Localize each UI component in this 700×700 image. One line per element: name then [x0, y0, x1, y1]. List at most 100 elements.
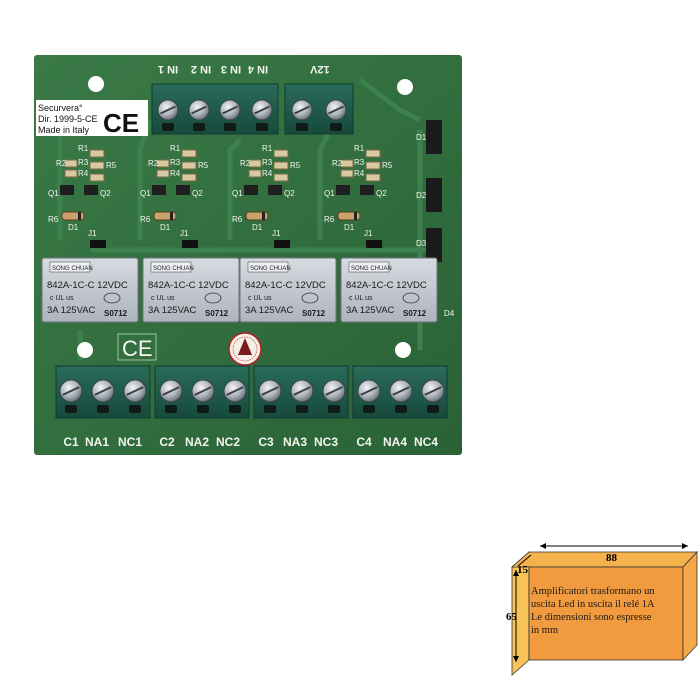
silk-label: R5	[198, 161, 209, 170]
silk-label: R5	[106, 161, 117, 170]
relay-model: 842A-1C-C 12VDC	[148, 280, 229, 291]
diode-label: D1	[416, 133, 427, 142]
silk-label: D1	[160, 223, 171, 232]
screw-terminal	[389, 379, 413, 413]
output-terminal-row	[55, 365, 448, 419]
silk-label: R2	[148, 159, 159, 168]
cert-line: Securvera°	[38, 103, 83, 113]
silk-label: D1	[252, 223, 263, 232]
relay-rating: 3A 125VAC	[346, 305, 395, 316]
silk-label: D1	[344, 223, 355, 232]
cert-line: Made in Italy	[38, 125, 90, 135]
relay-rating: 3A 125VAC	[47, 305, 96, 316]
description-line: uscita Led in uscita il relé 1A	[531, 599, 655, 610]
output-label: C3	[258, 435, 274, 449]
silk-label: Q1	[48, 189, 59, 198]
certification-label: Securvera° Dir. 1999-5-CE Made in Italy …	[36, 100, 148, 138]
relay-model: 842A-1C-C 12VDC	[346, 280, 427, 291]
screw-terminal	[123, 379, 147, 413]
screw-terminal	[188, 99, 210, 131]
diode-column: D1 D2 D3 D4	[416, 120, 455, 318]
screw-terminal	[219, 99, 241, 131]
screw-terminal	[91, 379, 115, 413]
cert-line: Dir. 1999-5-CE	[38, 114, 98, 124]
silk-label: R1	[170, 144, 181, 153]
output-label: NA2	[185, 435, 209, 449]
relay-model: 842A-1C-C 12VDC	[47, 280, 128, 291]
mounting-hole	[88, 76, 104, 92]
screw-terminal	[325, 99, 347, 131]
silk-label: R4	[170, 169, 181, 178]
output-label: NC4	[414, 435, 438, 449]
input-label: IN 2	[191, 63, 211, 75]
input-label: IN 3	[221, 63, 241, 75]
silk-label: R4	[354, 169, 365, 178]
silk-label: D1	[68, 223, 79, 232]
silk-label: R2	[240, 159, 251, 168]
silk-label: R6	[324, 215, 335, 224]
silk-label: R2	[332, 159, 343, 168]
silk-label: Q1	[140, 189, 151, 198]
silk-label: R3	[170, 158, 181, 167]
relay-lot: S0712	[302, 309, 326, 318]
screw-terminal	[357, 379, 381, 413]
output-label: C2	[159, 435, 175, 449]
silk-label: Q2	[192, 189, 203, 198]
relay-brand: SONG CHUAN	[52, 266, 93, 272]
output-label: C4	[356, 435, 372, 449]
description-line: Le dimensioni sono espresse	[531, 612, 652, 623]
relay-brand: SONG CHUAN	[250, 266, 291, 272]
output-label: NA1	[85, 435, 109, 449]
relay-lot: S0712	[205, 309, 229, 318]
relay-model: 842A-1C-C 12VDC	[245, 280, 326, 291]
output-label: NC3	[314, 435, 338, 449]
silk-label: J1	[88, 229, 97, 238]
ce-mark: CE	[103, 108, 139, 138]
silk-label: R1	[78, 144, 89, 153]
screw-terminal	[421, 379, 445, 413]
relay-rating: 3A 125VAC	[148, 305, 197, 316]
silk-label: R6	[140, 215, 151, 224]
input-terminal-block	[151, 83, 354, 135]
output-label: NC1	[118, 435, 142, 449]
silk-label: Q1	[232, 189, 243, 198]
relay-rating: 3A 125VAC	[245, 305, 294, 316]
output-label: C1	[63, 435, 79, 449]
description-line: in mm	[531, 625, 558, 636]
silk-label: R1	[354, 144, 365, 153]
screw-terminal	[157, 99, 179, 131]
depth-dimension: 15	[517, 564, 529, 576]
screw-terminal	[251, 99, 273, 131]
silk-label: Q1	[324, 189, 335, 198]
ce-board-mark: CE	[117, 333, 157, 361]
input-labels: IN 1 IN 2 IN 3 IN 4 12V	[158, 63, 330, 75]
silk-label: Q2	[284, 189, 295, 198]
relay: SONG CHUAN 842A-1C-C 12VDC c UL us 3A 125VA…	[41, 257, 139, 323]
relay-cert: c UL us	[151, 295, 175, 302]
description-line: Amplificatori trasformano un	[531, 586, 655, 597]
relay-row: SONG CHUAN 842A-1C-C 12VDC c UL us 3A 125VA…	[41, 257, 438, 323]
relay-brand: SONG CHUAN	[351, 266, 392, 272]
height-dimension: 65	[506, 611, 518, 623]
pcb-board	[34, 55, 462, 455]
screw-terminal	[322, 379, 346, 413]
silk-label: R3	[262, 158, 273, 167]
relay-lot: S0712	[403, 309, 427, 318]
output-label: NA4	[383, 435, 407, 449]
silk-label: J1	[364, 229, 373, 238]
relay-cert: c UL us	[50, 295, 74, 302]
relay-lot: S0712	[104, 309, 128, 318]
diode-label: D2	[416, 191, 427, 200]
mounting-hole	[397, 79, 413, 95]
silk-label: R5	[382, 161, 393, 170]
box-top-face	[510, 551, 698, 568]
quality-sticker	[228, 332, 262, 366]
